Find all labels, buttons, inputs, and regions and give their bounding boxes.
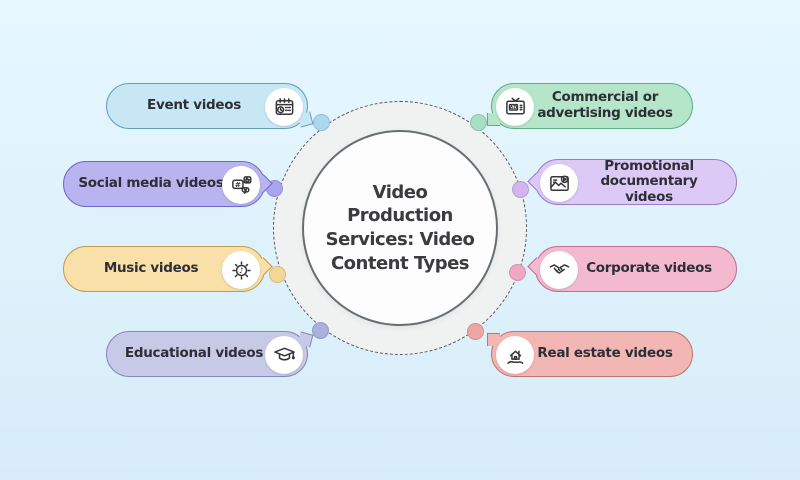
pill-real-estate-videos: Real estate videos — [487, 331, 693, 377]
graduation-cap-icon — [265, 336, 303, 374]
pill-label: Event videos — [147, 97, 241, 114]
music-note-icon: ♪ — [222, 251, 260, 289]
pill-social-media-videos: Social media videos # ♥ — [63, 161, 273, 207]
house-hand-icon — [496, 336, 534, 374]
pill-corporate-videos: Corporate videos — [527, 246, 737, 292]
center-circle: Video Production Services: Video Content… — [302, 130, 498, 326]
pill-label: Music videos — [103, 260, 199, 277]
svg-text:♥: ♥ — [243, 187, 247, 193]
svg-text:#: # — [234, 179, 240, 188]
connector-dot-educational — [312, 322, 329, 339]
pill-label: Corporate videos — [586, 260, 712, 277]
svg-text:♪: ♪ — [239, 266, 244, 275]
connector-dot-corporate — [509, 264, 526, 281]
promo-video-icon — [540, 164, 578, 202]
pill-label: Social media videos — [78, 175, 224, 192]
pill-label: Educational videos — [124, 345, 264, 362]
pill-event-videos: Event videos — [106, 83, 314, 129]
calendar-clock-icon — [265, 88, 303, 126]
pill-educational-videos: Educational videos — [106, 331, 314, 377]
tv-ad-icon: AD — [496, 88, 534, 126]
connector-dot-music — [269, 266, 286, 283]
handshake-icon — [540, 251, 578, 289]
diagram-title: Video Production Services: Video Content… — [325, 181, 475, 274]
connector-dot-realestate — [467, 323, 484, 340]
svg-text:AD: AD — [509, 104, 517, 110]
social-engagement-icon: # ♥ — [222, 166, 260, 204]
pill-music-videos: Music videos ♪ — [63, 246, 273, 292]
connector-dot-event — [313, 114, 330, 131]
connector-dot-promotional — [512, 181, 529, 198]
pill-label: Commercial or advertising videos — [537, 89, 673, 121]
connector-dot-commercial — [470, 114, 487, 131]
pill-promotional-documentary-videos: Promotional documentary videos — [527, 157, 737, 205]
pill-label: Real estate videos — [537, 345, 673, 362]
pill-commercial-advertising-videos: AD Commercial or advertising videos — [487, 83, 693, 129]
pill-label: Promotional documentary videos — [600, 157, 698, 205]
